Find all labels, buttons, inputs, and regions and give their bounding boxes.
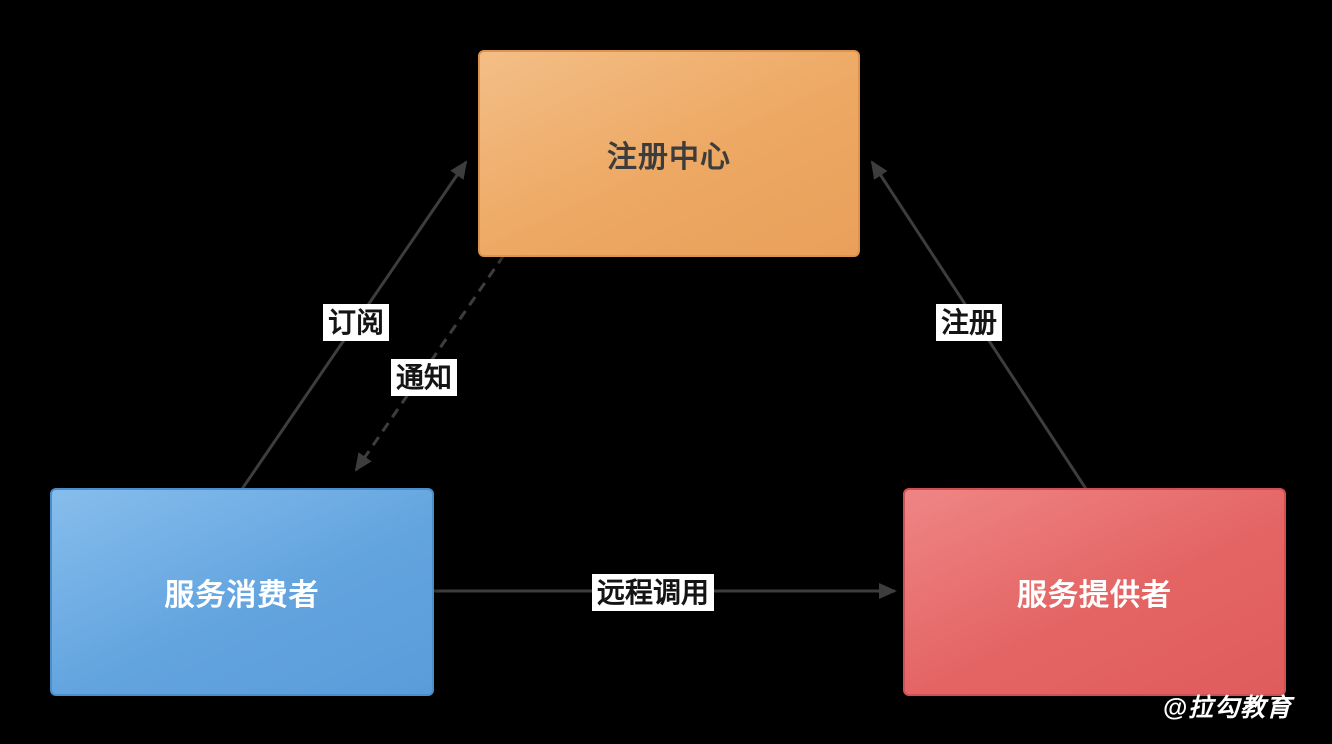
edge-label-remote-call: 远程调用 [592, 574, 715, 611]
node-provider-label: 服务提供者 [1017, 579, 1172, 612]
node-registry-label: 注册中心 [607, 140, 731, 174]
node-registry: 注册中心 [478, 50, 860, 257]
edge-label-subscribe: 订阅 [323, 304, 390, 341]
node-consumer: 服务消费者 [50, 488, 434, 696]
edge-label-register: 注册 [936, 304, 1003, 341]
watermark: @拉勾教育 [1162, 694, 1292, 722]
node-consumer-label: 服务消费者 [164, 579, 320, 612]
node-provider: 服务提供者 [903, 488, 1286, 696]
edge-label-notify: 通知 [391, 359, 458, 396]
notify-arrow [354, 254, 506, 472]
